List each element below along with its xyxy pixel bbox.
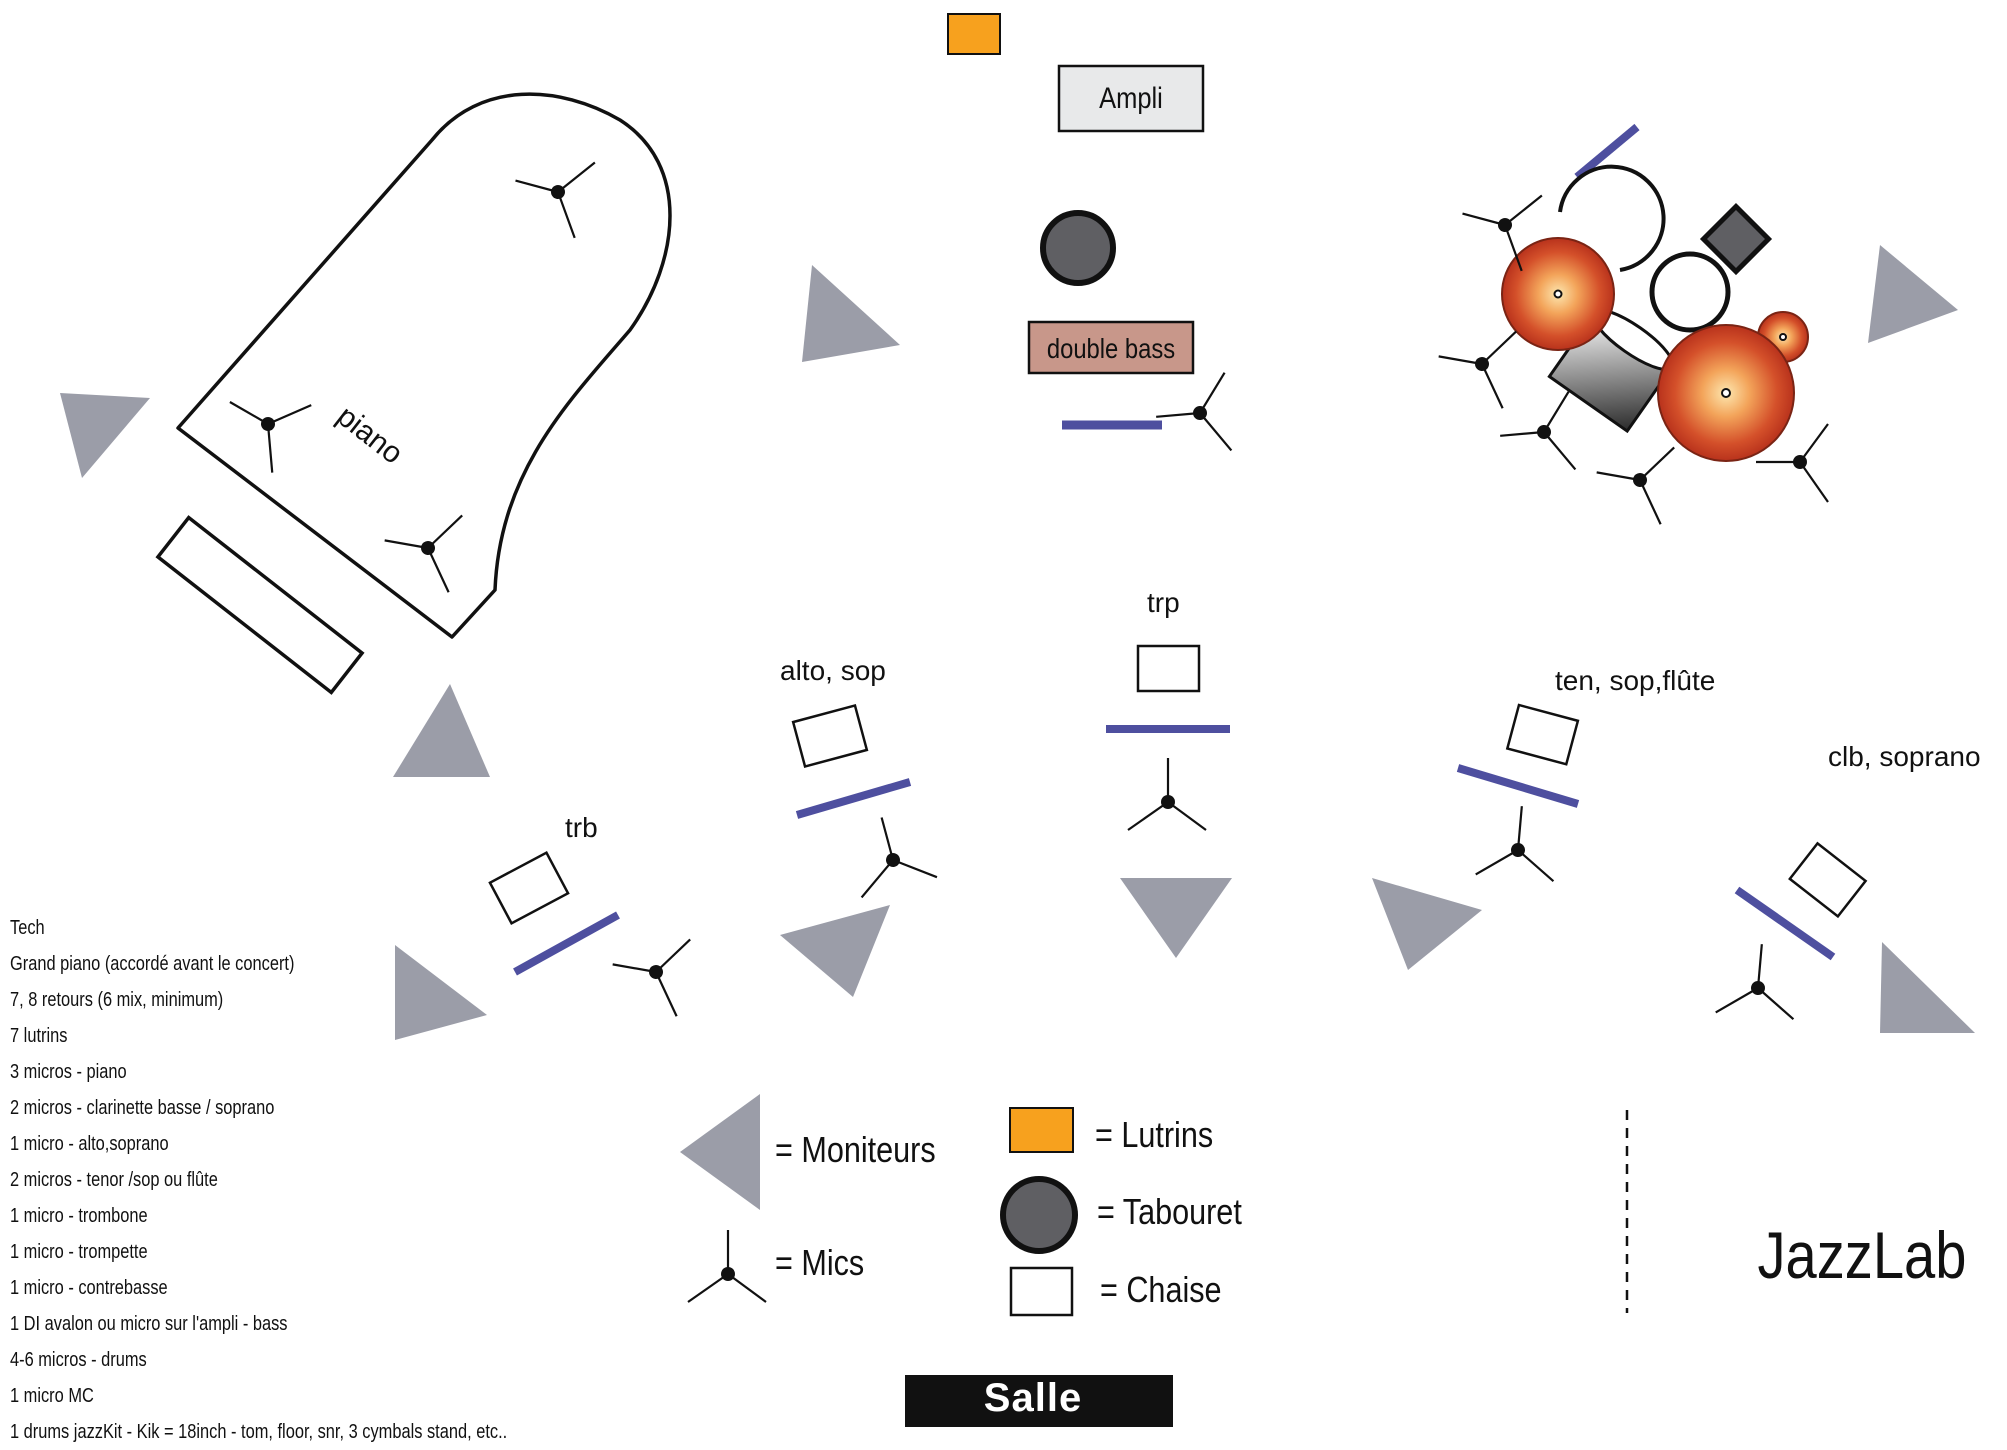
monitor-icon <box>60 393 150 478</box>
music-stand <box>947 13 1001 55</box>
mic-icon <box>686 1228 768 1304</box>
tech-item: 1 drums jazzKit - Kik = 18inch - tom, fl… <box>10 1421 508 1443</box>
monitor-icon <box>395 945 487 1040</box>
ten-sop-flute-label: ten, sop,flûte <box>1555 665 1715 696</box>
grand-piano: piano <box>176 92 672 639</box>
legend-chaise: = Chaise <box>1100 1271 1222 1311</box>
mic-icon <box>1430 317 1518 410</box>
tech-item: 1 micro MC <box>10 1385 94 1407</box>
double-bass-label: double bass <box>1047 332 1175 364</box>
mic-icon <box>1714 939 1801 1021</box>
player-bar <box>1734 886 1836 961</box>
monitor-icon <box>1880 942 1975 1033</box>
clb-soprano-label: clb, soprano <box>1828 741 1981 772</box>
mic-icon <box>1495 390 1577 477</box>
player-bar <box>795 778 912 819</box>
mic-icon <box>1126 756 1208 832</box>
legend-mics: = Mics <box>775 1244 864 1284</box>
drum-kit <box>1501 123 1809 462</box>
tech-item: 1 micro - alto,soprano <box>10 1133 169 1155</box>
ampli-box <box>1057 64 1205 133</box>
salle-banner <box>905 1375 1173 1427</box>
mic-icon <box>504 142 596 239</box>
alto-sop-label: alto, sop <box>780 655 886 686</box>
monitor-icon <box>393 684 490 777</box>
salle-label: Salle <box>984 1376 1082 1420</box>
piano-label: piano <box>331 400 409 471</box>
monitor-icon <box>802 265 900 362</box>
chair <box>1136 644 1201 693</box>
monitor-icon <box>780 905 890 997</box>
monitor-icon <box>1372 878 1482 970</box>
double-bass-box <box>1027 320 1195 375</box>
mic-icon <box>376 501 464 594</box>
tech-item: 1 micro - trompette <box>10 1241 148 1263</box>
tech-item: 2 micros - tenor /sop ou flûte <box>10 1169 218 1191</box>
tech-heading: Tech <box>10 917 45 939</box>
tech-item: 4-6 micros - drums <box>10 1349 147 1371</box>
ampli-label: Ampli <box>1099 81 1163 114</box>
legend-tabouret: = Tabouret <box>1097 1193 1242 1233</box>
tech-item: 7, 8 retours (6 mix, minimum) <box>10 989 224 1011</box>
mic-icon <box>208 367 313 474</box>
music-stand <box>1009 1107 1074 1153</box>
chair <box>488 850 570 926</box>
tech-item: 1 micro - contrebasse <box>10 1277 168 1299</box>
stool <box>1000 1176 1078 1254</box>
legend-moniteurs: = Moniteurs <box>775 1131 936 1171</box>
player-bar <box>513 911 620 976</box>
monitor-icon <box>1120 878 1232 958</box>
mic-icon <box>1474 801 1561 883</box>
mic-icon <box>841 806 939 899</box>
tech-item: 7 lutrins <box>10 1025 68 1047</box>
monitor-icon <box>1868 245 1958 343</box>
stool <box>1040 210 1116 286</box>
tech-item: 3 micros - piano <box>10 1061 127 1083</box>
mic-icon <box>1588 433 1676 526</box>
chair <box>1788 841 1868 919</box>
trp-label: trp <box>1147 587 1180 618</box>
jazzlab-logo: JazzLab <box>1758 1219 1967 1292</box>
mic-icon <box>604 925 692 1018</box>
piano-bench <box>155 515 365 695</box>
tech-item: Grand piano (accordé avant le concert) <box>10 953 295 975</box>
chair <box>791 703 869 769</box>
trb-label: trb <box>565 812 598 843</box>
tech-item: 1 DI avalon ou micro sur l'ampli - bass <box>10 1313 288 1335</box>
tech-item: 2 micros - clarinette basse / soprano <box>10 1097 275 1119</box>
tech-item: 1 micro - trombone <box>10 1205 148 1227</box>
chair <box>1505 703 1580 766</box>
mic-icon <box>1151 371 1233 458</box>
monitor-icon <box>680 1094 760 1210</box>
chair <box>1009 1266 1074 1317</box>
player-bar <box>1456 764 1580 808</box>
legend-lutrins: = Lutrins <box>1095 1116 1213 1156</box>
legend: = Moniteurs = Mics = Lutrins = Tabouret … <box>680 1094 1242 1317</box>
